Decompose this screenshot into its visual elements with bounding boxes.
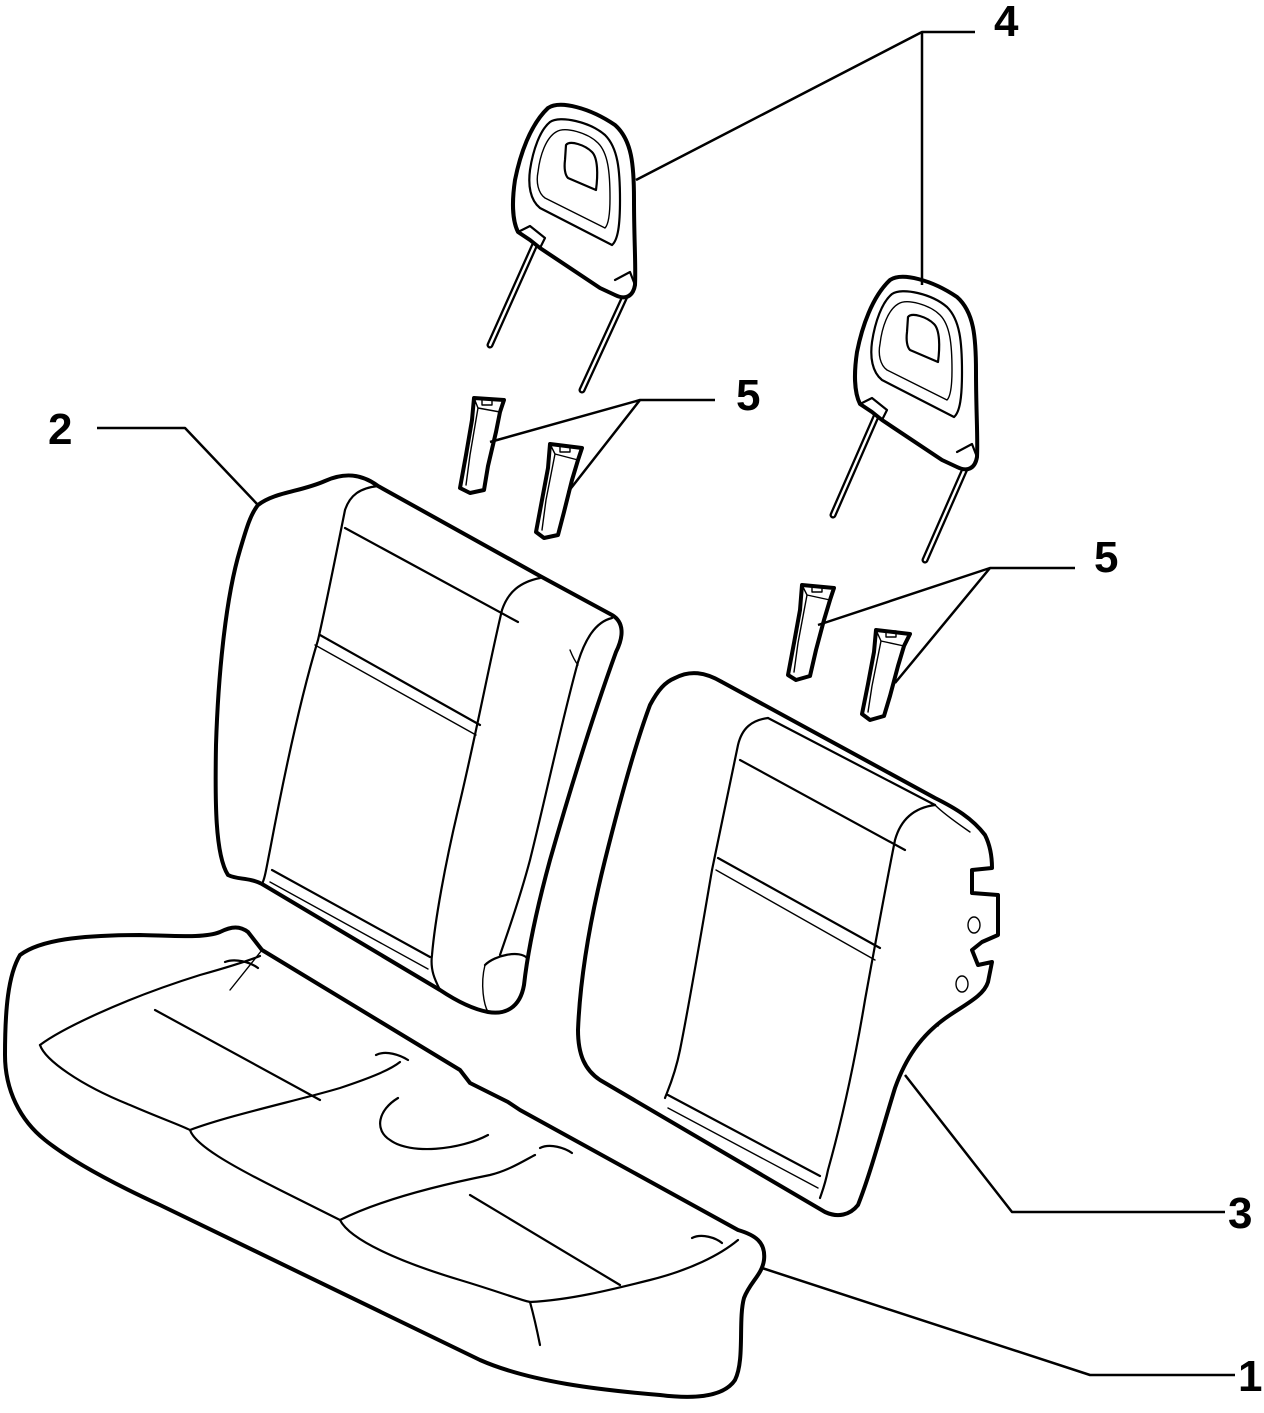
callout-5-top: 5 [736, 371, 760, 420]
leader-1 [761, 1266, 1235, 1377]
callout-5-bottom: 5 [1094, 533, 1118, 582]
leader-3 [904, 1074, 1225, 1214]
leader-2 [97, 426, 259, 506]
left-backrest [213, 473, 624, 1015]
left-headrest [486, 102, 638, 394]
leader-5a-1 [489, 398, 715, 444]
leader-5a-2 [567, 399, 641, 493]
guide-2 [534, 442, 584, 540]
callout-1: 1 [1238, 1352, 1262, 1401]
right-headrest [829, 274, 980, 564]
leader-5b-1 [817, 566, 1075, 627]
leader-4a [635, 30, 975, 182]
guide-4 [860, 628, 912, 722]
guide-1 [458, 396, 506, 495]
leader-lines [97, 30, 1235, 1377]
right-backrest [576, 671, 1000, 1218]
leader-5b-2 [894, 567, 991, 684]
callout-2: 2 [48, 405, 72, 454]
seat-cushion [3, 925, 767, 1399]
callout-4: 4 [994, 0, 1019, 46]
callout-3: 3 [1228, 1189, 1252, 1238]
guide-3 [786, 583, 836, 682]
